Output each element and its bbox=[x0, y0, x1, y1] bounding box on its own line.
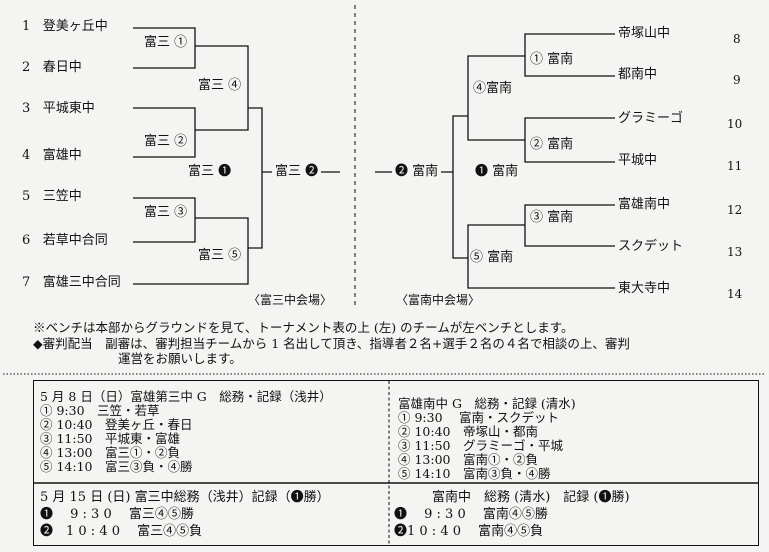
team-name: 富雄三中合同 bbox=[42, 275, 121, 290]
result-right-row-1: ❶ 9 : 3 0 富南④⑤勝 bbox=[394, 507, 548, 522]
schedule-right-row-5: ⑤ 14:10 富南③負・④勝 bbox=[398, 466, 551, 481]
team-name: 富雄中 bbox=[42, 148, 82, 163]
left-team-4: 4 富雄中 bbox=[22, 148, 82, 164]
left-game-3: 富三 ③ bbox=[144, 205, 188, 220]
right-game-3: ③ 富南 bbox=[530, 210, 574, 225]
schedule-grid bbox=[34, 381, 758, 545]
right-team-9-num: 9 bbox=[733, 73, 741, 87]
schedule-left-row-1: ① 9:30 三笠・若草 bbox=[40, 403, 160, 418]
team-number: 2 bbox=[22, 60, 31, 75]
left-game-5: 富三 ⑤ bbox=[198, 248, 242, 263]
schedule-left-row-5: ⑤ 14:10 富三③負・④勝 bbox=[40, 459, 193, 474]
left-game-4: 富三 ④ bbox=[198, 78, 242, 93]
team-name: 登美ヶ丘中 bbox=[42, 19, 108, 34]
right-game-4: ④富南 bbox=[473, 81, 513, 96]
schedule-right-row-3: ③ 11:50 グラミーゴ・平城 bbox=[398, 438, 563, 453]
team-number: 7 bbox=[22, 275, 31, 290]
team-number: 1 bbox=[22, 19, 31, 34]
right-team-13-num: 13 bbox=[727, 245, 743, 259]
right-game-6: ❶ 富南 bbox=[472, 164, 522, 180]
right-team-12-num: 12 bbox=[727, 203, 743, 217]
team-name: 三笠中 bbox=[42, 189, 82, 204]
schedule-left-header: 5 月 8 日（日）富雄第三中 G 総務・記録（浅井） bbox=[40, 389, 332, 404]
result-right: 富南中 総務 (清水) 記録 (❶勝) ❶ 9 : 3 0 富南④⑤勝 ❷1 0… bbox=[394, 489, 630, 540]
referee-note-line2: 運営をお願いします。 bbox=[118, 351, 242, 366]
right-team-8-name: 帝塚山中 bbox=[618, 26, 671, 41]
schedule-box: 5 月 8 日（日）富雄第三中 G 総務・記録（浅井） ① 9:30 三笠・若草… bbox=[33, 380, 759, 546]
right-team-13-name: スクデット bbox=[618, 239, 684, 254]
team-number: 3 bbox=[22, 101, 31, 116]
referee-note-line1: ◆審判配当 副審は、審判担当チームから 1 名出して頂き、指導者２名+選手２名の… bbox=[33, 336, 630, 351]
right-team-14-num: 14 bbox=[727, 287, 743, 301]
left-game-7: 富三 ❷ bbox=[272, 164, 322, 180]
right-team-11-name: 平城中 bbox=[618, 153, 658, 168]
schedule-left-row-2: ② 10:40 登美ヶ丘・春日 bbox=[40, 417, 193, 432]
right-game-5: ⑤ 富南 bbox=[470, 250, 514, 265]
right-team-12-name: 富雄南中 bbox=[618, 197, 671, 212]
right-team-11-num: 11 bbox=[727, 159, 743, 173]
left-game-6: 富三 ❶ bbox=[188, 164, 235, 180]
team-number: 4 bbox=[22, 148, 31, 163]
result-left-row-1: ❶ 9 : 3 0 富三④⑤勝 bbox=[40, 507, 194, 522]
left-team-1: 1 登美ヶ丘中 bbox=[22, 19, 108, 35]
schedule-right-row-1: ① 9:30 富南・スクデット bbox=[398, 410, 560, 425]
schedule-right-row-4: ④ 13:00 富南①・②負 bbox=[398, 452, 538, 467]
left-team-2: 2 春日中 bbox=[22, 60, 82, 76]
result-left-row-2: ❷ 1 0 : 4 0 富三④⑤負 bbox=[40, 524, 203, 539]
result-right-row-2: ❷1 0 : 4 0 富南④⑤負 bbox=[394, 524, 544, 539]
bench-note: ※ベンチは本部からグラウンドを見て、トーナメント表の上 (左) のチームが左ベン… bbox=[33, 320, 574, 335]
left-team-6: 6 若草中合同 bbox=[22, 233, 108, 249]
team-number: 6 bbox=[22, 233, 31, 248]
left-game-2: 富三 ② bbox=[144, 134, 188, 149]
left-team-3: 3 平城東中 bbox=[22, 101, 95, 117]
right-game-1: ① 富南 bbox=[530, 52, 574, 67]
right-game-2: ② 富南 bbox=[530, 137, 574, 152]
team-name: 若草中合同 bbox=[42, 233, 108, 248]
schedule-right-row-2: ② 10:40 帝塚山・都南 bbox=[398, 424, 538, 439]
schedule-left: 5 月 8 日（日）富雄第三中 G 総務・記録（浅井） ① 9:30 三笠・若草… bbox=[40, 390, 332, 474]
result-right-header: 富南中 総務 (清水) 記録 (❶勝) bbox=[432, 490, 630, 505]
venue-left: 〈富三中会場〉 bbox=[248, 293, 333, 307]
right-team-10-name: グラミーゴ bbox=[618, 111, 684, 126]
left-team-7: 7 富雄三中合同 bbox=[22, 275, 121, 291]
right-team-10-num: 10 bbox=[727, 117, 743, 131]
schedule-left-row-4: ④ 13:00 富三①・②負 bbox=[40, 445, 180, 460]
team-name: 平城東中 bbox=[42, 101, 95, 116]
result-left: 5 月 15 日 (日) 富三中総務（浅井）記録（❶勝） ❶ 9 : 3 0 富… bbox=[40, 489, 330, 540]
schedule-right-header: 富雄南中 G 総務・記録 (清水) bbox=[398, 396, 576, 411]
right-team-8-num: 8 bbox=[733, 32, 741, 46]
right-team-9-name: 都南中 bbox=[618, 67, 658, 82]
team-number: 5 bbox=[22, 189, 31, 204]
left-game-1: 富三 ① bbox=[144, 35, 188, 50]
right-team-14-name: 東大寺中 bbox=[618, 281, 671, 296]
schedule-left-row-3: ③ 11:50 平城東・富雄 bbox=[40, 431, 180, 446]
schedule-right: 富雄南中 G 総務・記録 (清水) ① 9:30 富南・スクデット ② 10:4… bbox=[398, 397, 576, 481]
result-left-header: 5 月 15 日 (日) 富三中総務（浅井）記録（❶勝） bbox=[40, 490, 330, 505]
right-game-7: ❷ 富南 bbox=[392, 164, 442, 180]
venue-right: 〈富南中会場〉 bbox=[396, 293, 481, 307]
left-team-5: 5 三笠中 bbox=[22, 189, 82, 205]
team-name: 春日中 bbox=[42, 60, 82, 75]
